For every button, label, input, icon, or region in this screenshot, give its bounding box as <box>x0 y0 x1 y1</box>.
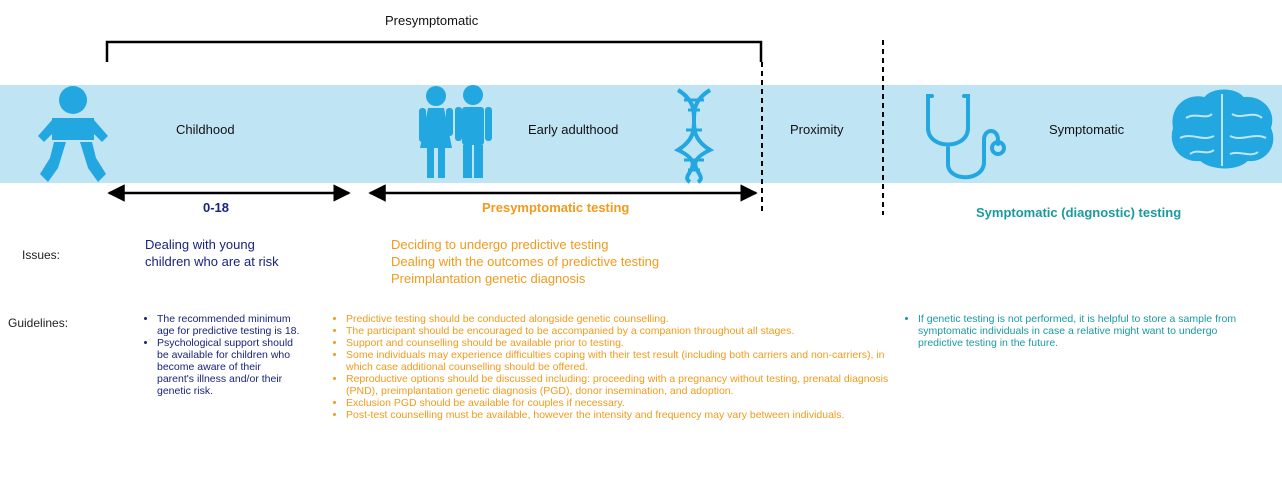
presymptomatic-label: Presymptomatic <box>385 13 479 28</box>
guideline-item: Reproductive options should be discussed… <box>346 373 914 397</box>
guideline-item: The participant should be encouraged to … <box>346 325 914 337</box>
brain-icon <box>1169 87 1276 171</box>
stage-childhood: Childhood <box>176 122 235 137</box>
stage-early-adulthood: Early adulthood <box>528 122 619 137</box>
guideline-item: Predictive testing should be conducted a… <box>346 313 914 325</box>
issues-childhood: Dealing with young children who are at r… <box>145 236 279 270</box>
guidelines-childhood: The recommended minimum age for predicti… <box>145 313 300 397</box>
guideline-item: Post-test counselling must be available,… <box>346 409 914 421</box>
guideline-item: Some individuals may experience difficul… <box>346 349 914 373</box>
issue-line: Deciding to undergo predictive testing <box>391 237 609 252</box>
guideline-item: The recommended minimum age for predicti… <box>157 313 300 337</box>
guideline-item: If genetic testing is not performed, it … <box>918 313 1251 349</box>
guidelines-row-label: Guidelines: <box>8 316 69 330</box>
guidelines-symptomatic: If genetic testing is not performed, it … <box>906 313 1251 349</box>
couple-icon <box>419 85 492 178</box>
symptomatic-testing-label: Symptomatic (diagnostic) testing <box>976 205 1182 220</box>
stage-proximity: Proximity <box>790 122 844 137</box>
guideline-item: Support and counselling should be availa… <box>346 337 914 349</box>
dna-icon <box>673 88 715 184</box>
guideline-item: Psychological support should be availabl… <box>157 337 300 397</box>
age-range-label: 0-18 <box>203 200 230 215</box>
issues-presymptomatic: Deciding to undergo predictive testing D… <box>391 236 659 287</box>
issues-row-label: Issues: <box>22 248 61 262</box>
timeline-band <box>0 85 1282 183</box>
stage-symptomatic: Symptomatic <box>1049 122 1125 137</box>
issue-line: children who are at risk <box>145 254 279 269</box>
guideline-item: Exclusion PGD should be available for co… <box>346 397 914 409</box>
guidelines-presymptomatic: Predictive testing should be conducted a… <box>334 313 914 421</box>
baby-icon <box>38 86 108 182</box>
issue-line: Dealing with young <box>145 237 255 252</box>
stethoscope-icon <box>926 94 1006 180</box>
issue-line: Dealing with the outcomes of predictive … <box>391 254 660 269</box>
presymptomatic-testing-label: Presymptomatic testing <box>482 200 630 215</box>
presymptomatic-bracket <box>105 40 763 62</box>
issue-line: Preimplantation genetic diagnosis <box>391 271 586 286</box>
